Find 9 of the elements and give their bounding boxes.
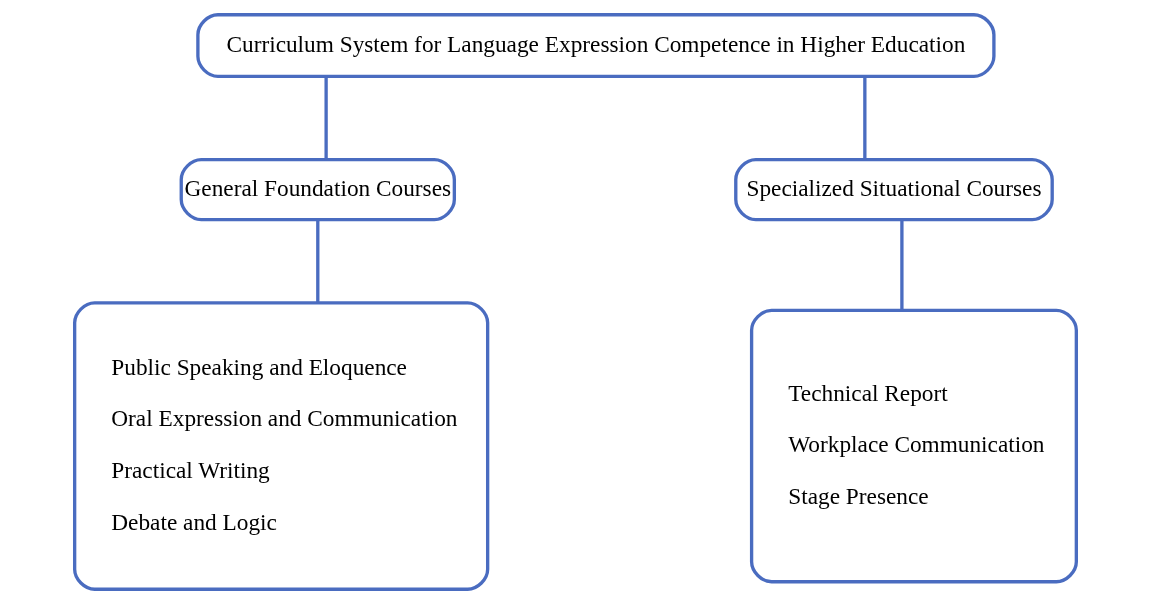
- connector: [323, 76, 328, 160]
- connector: [862, 76, 866, 160]
- connector: [315, 220, 319, 303]
- node-box: Public Speaking and Eloquence Oral Expression and Communication Practical Writing Debate and Logic: [72, 301, 489, 591]
- node-box: Specialized Situational Courses: [733, 157, 1054, 222]
- connector: [899, 220, 904, 311]
- node-box: General Foundation Courses: [179, 157, 456, 222]
- node-box: Curriculum System for Language Expression Competence in Higher Education: [195, 13, 996, 78]
- node-box: Technical Report Workplace Communication Stage Presence: [749, 308, 1078, 584]
